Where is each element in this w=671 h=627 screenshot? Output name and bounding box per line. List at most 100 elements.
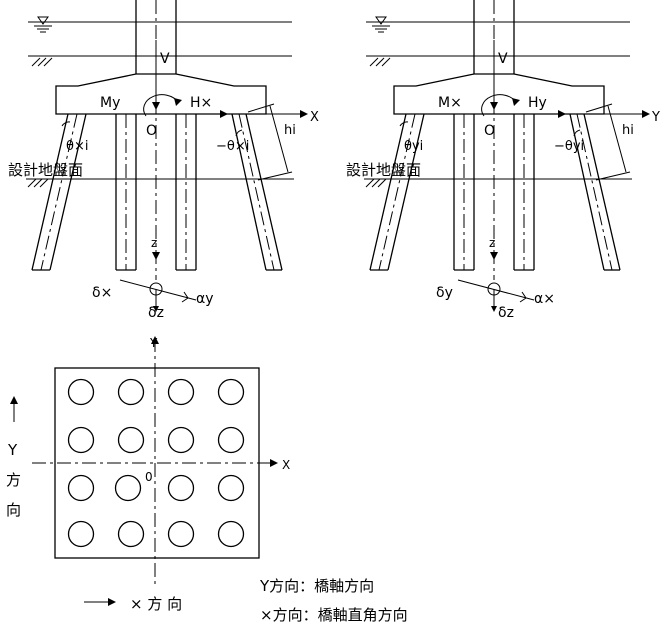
vertical-force-arrowhead — [152, 102, 160, 110]
vertical-force-label: V — [160, 51, 170, 67]
pile-circle — [217, 474, 245, 502]
rotation-arc — [181, 291, 189, 303]
pile-grid — [67, 378, 245, 548]
pile-circle — [217, 520, 245, 548]
plan-y-arrowhead — [151, 336, 159, 344]
plan-x-label: X — [282, 458, 290, 472]
ground-hatch-icon — [365, 178, 387, 188]
y-direction-label-1: Y — [7, 441, 18, 459]
y-direction-label-2: 方 — [6, 471, 21, 489]
rotation-label: αy — [196, 291, 214, 307]
pile-circle — [67, 520, 95, 548]
pile-circle — [67, 474, 95, 502]
angle-arc-right — [573, 129, 581, 137]
pile-circle — [167, 378, 195, 406]
moment-arrowhead — [512, 98, 520, 106]
moment-label: My — [100, 95, 120, 111]
z-axis-label: z — [489, 236, 495, 250]
hi-ext-top — [247, 103, 275, 113]
displacement-line — [119, 279, 197, 301]
plan-y-label: Y — [149, 336, 158, 350]
pile-batter-left — [369, 113, 425, 271]
y-direction-arrowhead — [10, 396, 18, 404]
pile-batter-right — [569, 113, 621, 271]
footing — [393, 73, 605, 115]
angle-arc-left — [61, 121, 71, 127]
hi-ext-bottom — [257, 171, 293, 181]
pile-circle — [67, 426, 95, 454]
hi-ext-top — [585, 103, 613, 113]
pile-vertical-1 — [115, 114, 137, 271]
disp-z-label: δz — [498, 305, 514, 321]
horizontal-force-arrowhead — [558, 110, 566, 118]
horizontal-force-label: H× — [190, 95, 212, 111]
pile-batter-right — [231, 113, 283, 271]
plan-origin-label: 0 — [145, 470, 153, 484]
pile-circle — [67, 378, 95, 406]
z-axis-label: z — [151, 236, 157, 250]
water-level-icon — [34, 16, 52, 33]
pile-circle — [117, 520, 145, 548]
pile-circle — [167, 520, 195, 548]
pile-vertical-1 — [453, 114, 475, 271]
z-axis-arrowhead — [490, 252, 498, 260]
pile-circle — [114, 474, 142, 502]
rotation-arc — [519, 291, 527, 303]
horizontal-force-arrowhead — [220, 110, 228, 118]
moment-arrow — [481, 94, 517, 117]
pile-circle — [217, 426, 245, 454]
plan-x-arrowhead — [270, 459, 278, 467]
left-elevation: V My H× O X z θ×i −θ×i hi 設計地盤面 δ× δz αy — [8, 0, 319, 321]
footing — [55, 73, 267, 115]
pile-height-label: hi — [284, 123, 296, 138]
y-axis-label: Y — [651, 110, 660, 125]
legend-x-direction: ×方向：橋軸直角方向 — [260, 606, 408, 624]
x-direction-arrowhead — [108, 598, 116, 606]
pile-vertical-2 — [513, 114, 535, 271]
pile-batter-left — [31, 113, 87, 271]
x-axis-label: X — [310, 110, 319, 125]
angle-left-label: θyi — [404, 139, 423, 154]
z-axis-arrowhead — [152, 252, 160, 260]
pile-circle — [117, 426, 145, 454]
hi-dimension-line — [607, 105, 627, 173]
origin-label: O — [146, 123, 157, 139]
disp-x-label: δ× — [92, 285, 112, 301]
disp-y-label: δy — [436, 285, 453, 301]
horizontal-force-label: Hy — [528, 95, 547, 111]
displacement-line — [457, 279, 535, 301]
disp-z-arrowhead — [491, 306, 497, 312]
ground-hatch-icon — [27, 178, 49, 188]
design-ground-label: 設計地盤面 — [8, 161, 83, 179]
pile-circle — [167, 426, 195, 454]
angle-left-label: θ×i — [66, 139, 88, 154]
pile-circle — [217, 378, 245, 406]
angle-right-label: −θyi — [554, 139, 584, 154]
moment-arrow — [143, 94, 179, 117]
pile-circle — [117, 378, 145, 406]
angle-right-label: −θ×i — [216, 139, 249, 154]
soil-hatch-icon — [31, 57, 53, 67]
legend-y-direction: Y方向：橋軸方向 — [259, 577, 374, 595]
angle-arc-right — [235, 129, 243, 137]
water-level-icon — [372, 16, 390, 33]
x-axis-arrowhead — [300, 110, 308, 118]
rotation-label: α× — [534, 291, 555, 307]
y-direction-label-3: 向 — [6, 501, 21, 519]
plan-view: Y X 0 Y 方 向 × 方 向 Y方向：橋軸方向 ×方向：橋軸直角方向 — [6, 336, 408, 624]
pile-circle — [167, 474, 195, 502]
moment-label: M× — [438, 95, 462, 111]
vertical-force-label: V — [498, 51, 508, 67]
x-direction-label: × 方 向 — [130, 595, 182, 613]
vertical-force-arrowhead — [490, 102, 498, 110]
disp-z-arrowhead — [153, 306, 159, 312]
pile-vertical-2 — [175, 114, 197, 271]
hi-ext-bottom — [595, 171, 631, 181]
angle-arc-left — [399, 121, 409, 127]
pile-height-label: hi — [622, 123, 634, 138]
disp-z-label: δz — [148, 305, 164, 321]
hi-dimension-line — [269, 105, 289, 173]
soil-hatch-icon — [369, 57, 391, 67]
